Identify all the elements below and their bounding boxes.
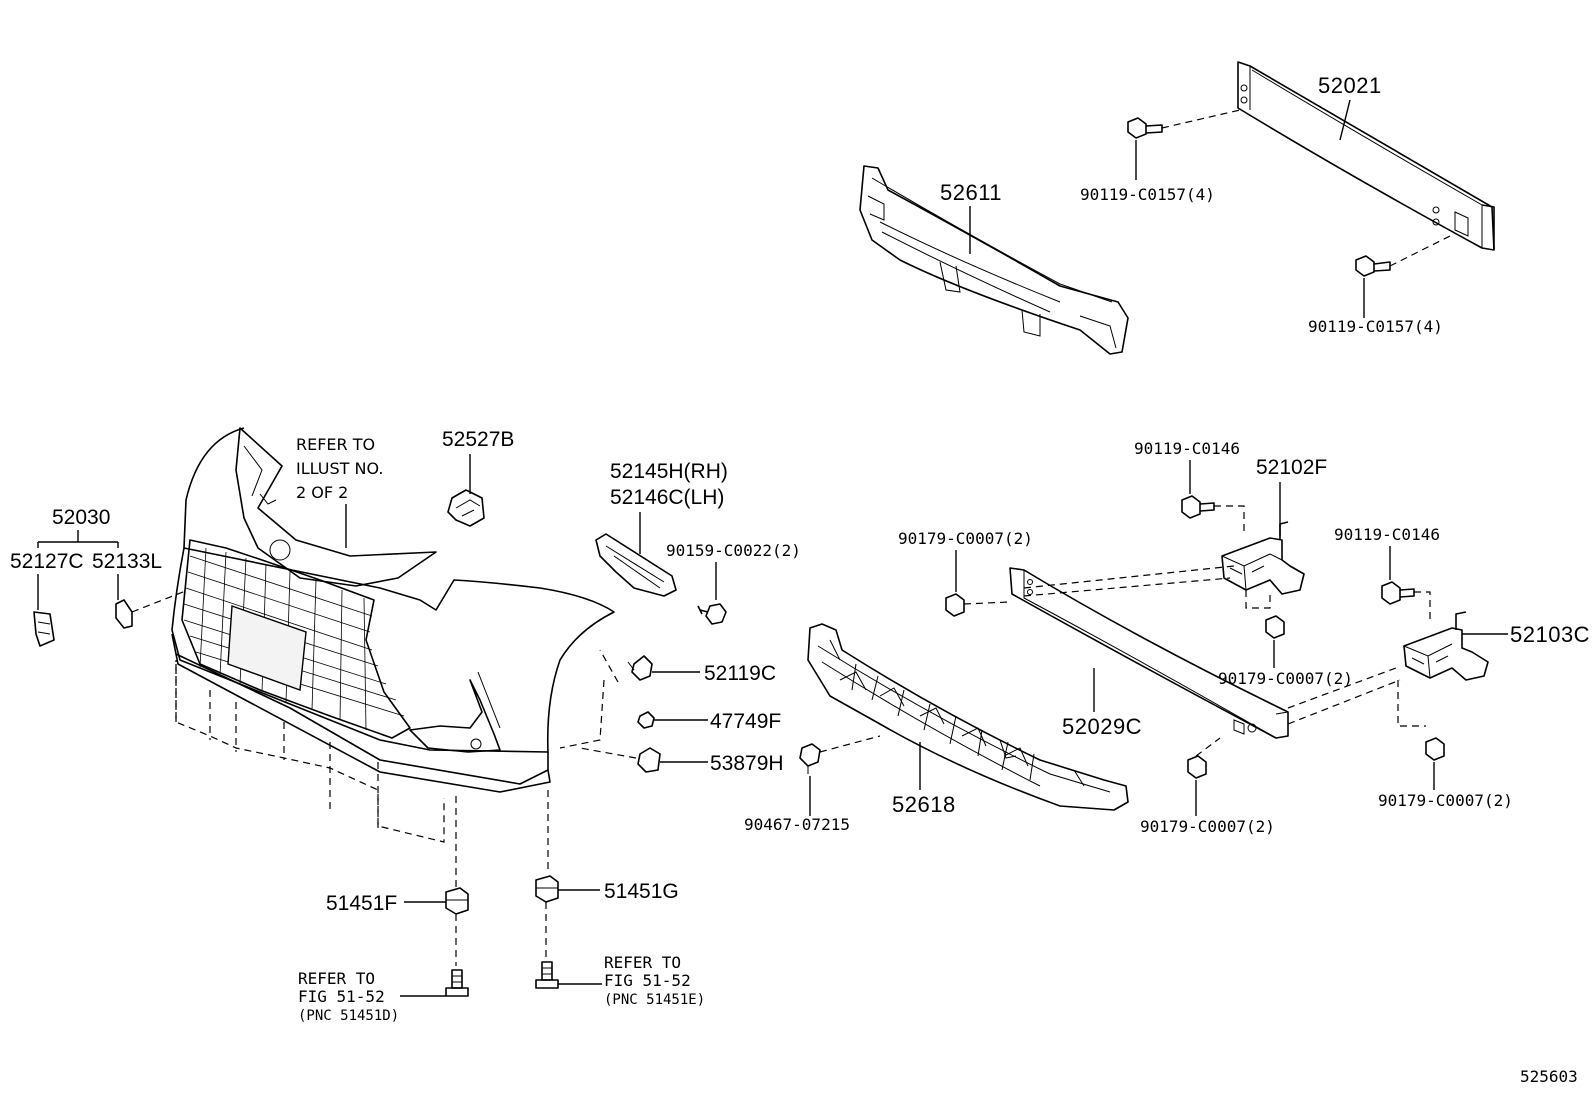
note-refer-illust-line2: ILLUST NO. xyxy=(296,459,383,478)
note-refer-illust-line3: 2 OF 2 xyxy=(296,483,348,502)
note-refer-fig-right-line2: FIG 51-52 xyxy=(604,971,691,990)
note-refer-fig-left-line1: REFER TO xyxy=(298,969,375,988)
energy-absorber-52611 xyxy=(859,165,1129,355)
screw-right xyxy=(535,961,559,989)
nut-90179-c0007-lower-center xyxy=(1187,755,1207,779)
screw-left xyxy=(445,969,469,997)
bolt-90159-c0022 xyxy=(697,603,727,625)
label-90467-07215: 90467-07215 xyxy=(744,815,850,834)
clip-90467-07215 xyxy=(799,743,821,774)
note-refer-illust-line1: REFER TO xyxy=(296,435,375,454)
note-refer-fig-right-line1: REFER TO xyxy=(604,953,681,972)
label-90179-c0007-lower-center: 90179-C0007(2) xyxy=(1140,817,1275,836)
label-47749f: 47749F xyxy=(710,710,781,733)
label-90179-c0007-lower-right: 90179-C0007(2) xyxy=(1378,791,1513,810)
label-52119c: 52119C xyxy=(704,662,776,685)
label-90179-c0007-mid-right: 90179-C0007(2) xyxy=(1218,669,1353,688)
label-90119-c0157-upper: 90119-C0157(4) xyxy=(1080,185,1215,204)
illustration-number: 525603 xyxy=(1520,1067,1578,1086)
label-90119-c0146-left: 90119-C0146 xyxy=(1134,439,1240,458)
label-90159-c0022: 90159-C0022(2) xyxy=(666,541,801,560)
note-refer-fig-right-line3: (PNC 51451E) xyxy=(604,992,705,1008)
label-52103c: 52103C xyxy=(1510,622,1590,647)
clip-52119c xyxy=(627,655,653,681)
bumper-reinforcement-52021 xyxy=(1237,61,1495,251)
label-52145h-rh: 52145H(RH) xyxy=(610,460,728,483)
clip-51451g xyxy=(535,875,559,903)
retainer-52145h xyxy=(595,533,677,597)
label-52030: 52030 xyxy=(52,506,110,529)
bolt-90119-c0157-upper xyxy=(1127,117,1163,139)
nut-90179-c0007-upper-left xyxy=(945,593,965,617)
bracket-52103c xyxy=(1403,611,1489,681)
label-52021: 52021 xyxy=(1318,73,1382,98)
clip-51451f xyxy=(445,887,469,915)
cap-52133l xyxy=(115,599,133,629)
nut-47749f xyxy=(637,711,655,729)
label-51451g: 51451G xyxy=(604,880,679,903)
lower-reinforcement-52029c xyxy=(1009,567,1289,739)
clip-52527b xyxy=(447,489,485,527)
bolt-90119-c0157-lower xyxy=(1355,255,1391,277)
bolt-90119-c0146-right xyxy=(1381,581,1415,605)
lower-outline-dashed xyxy=(175,660,605,843)
label-52527b: 52527B xyxy=(442,428,514,451)
label-90119-c0157-lower: 90119-C0157(4) xyxy=(1308,317,1443,336)
label-52618: 52618 xyxy=(892,792,956,817)
note-refer-fig-left-line2: FIG 51-52 xyxy=(298,987,385,1006)
clip-53879h xyxy=(637,747,661,773)
front-bumper-cover xyxy=(171,427,615,793)
label-52146c-lh: 52146C(LH) xyxy=(610,486,724,509)
label-52029c: 52029C xyxy=(1062,714,1142,739)
bolt-90119-c0146-left xyxy=(1181,495,1215,519)
nut-90179-c0007-lower-right xyxy=(1425,737,1445,761)
label-90119-c0146-right: 90119-C0146 xyxy=(1334,525,1440,544)
label-52127c: 52127C xyxy=(10,550,84,573)
label-53879h: 53879H xyxy=(710,752,784,775)
label-90179-c0007-upper-left: 90179-C0007(2) xyxy=(898,529,1033,548)
note-refer-fig-left-line3: (PNC 51451D) xyxy=(298,1008,399,1024)
label-52611: 52611 xyxy=(940,180,1002,205)
label-51451f: 51451F xyxy=(326,892,397,915)
label-52133l: 52133L xyxy=(92,550,162,573)
label-52102f: 52102F xyxy=(1256,456,1327,479)
bracket-52102f xyxy=(1221,521,1305,595)
bracket-52127c xyxy=(33,611,55,647)
nut-90179-c0007-mid-right xyxy=(1265,615,1285,639)
